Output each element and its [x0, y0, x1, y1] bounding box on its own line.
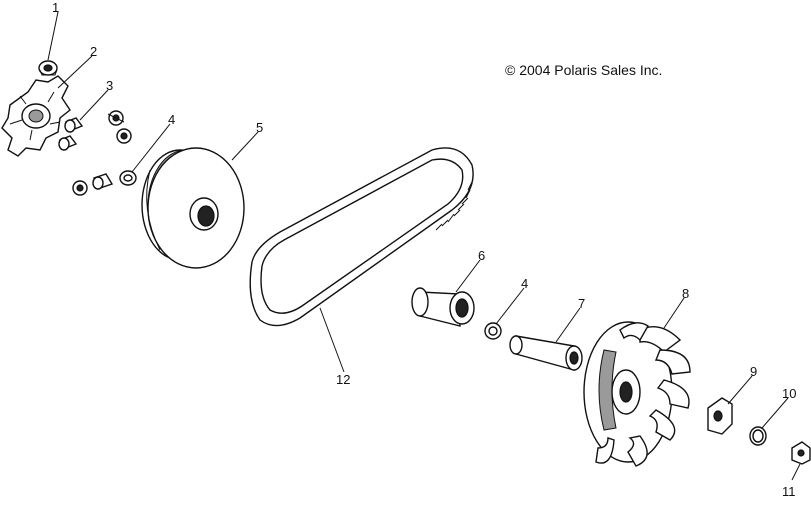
- callout-10: 10: [782, 386, 796, 401]
- callout-1: 1: [52, 0, 59, 15]
- part-8-fan: [583, 321, 691, 467]
- callout-5: 5: [256, 120, 263, 135]
- callout-8: 8: [682, 286, 689, 301]
- part-4-washer-upper: [119, 170, 137, 186]
- part-7-sleeve: [509, 335, 583, 371]
- callout-11: 11: [782, 484, 796, 499]
- callout-4-lower: 4: [521, 276, 528, 291]
- leader-lines: [47, 11, 801, 481]
- part-10-ring: [749, 426, 767, 446]
- copyright-text: © 2004 Polaris Sales Inc.: [505, 62, 662, 78]
- part-5-sheave: [141, 147, 245, 269]
- part-11-nut: [791, 441, 811, 465]
- callout-7: 7: [578, 296, 585, 311]
- callout-12: 12: [336, 372, 350, 387]
- part-12-belt: [249, 147, 474, 327]
- part-4-washer-lower: [484, 322, 502, 340]
- part-1-nut: [38, 60, 58, 76]
- callout-6: 6: [478, 248, 485, 263]
- part-9-plate: [707, 397, 733, 435]
- part-6-bushing: [411, 287, 475, 327]
- callout-labels: 1 2 3 4 5 6 4 7 8 9 10 11 12: [52, 0, 796, 499]
- part-2-spider: [1, 75, 71, 157]
- part-3-rollers: [58, 110, 132, 196]
- callout-4-upper: 4: [168, 112, 175, 127]
- callout-3: 3: [106, 78, 113, 93]
- callout-9: 9: [750, 364, 757, 379]
- callout-2: 2: [90, 44, 97, 59]
